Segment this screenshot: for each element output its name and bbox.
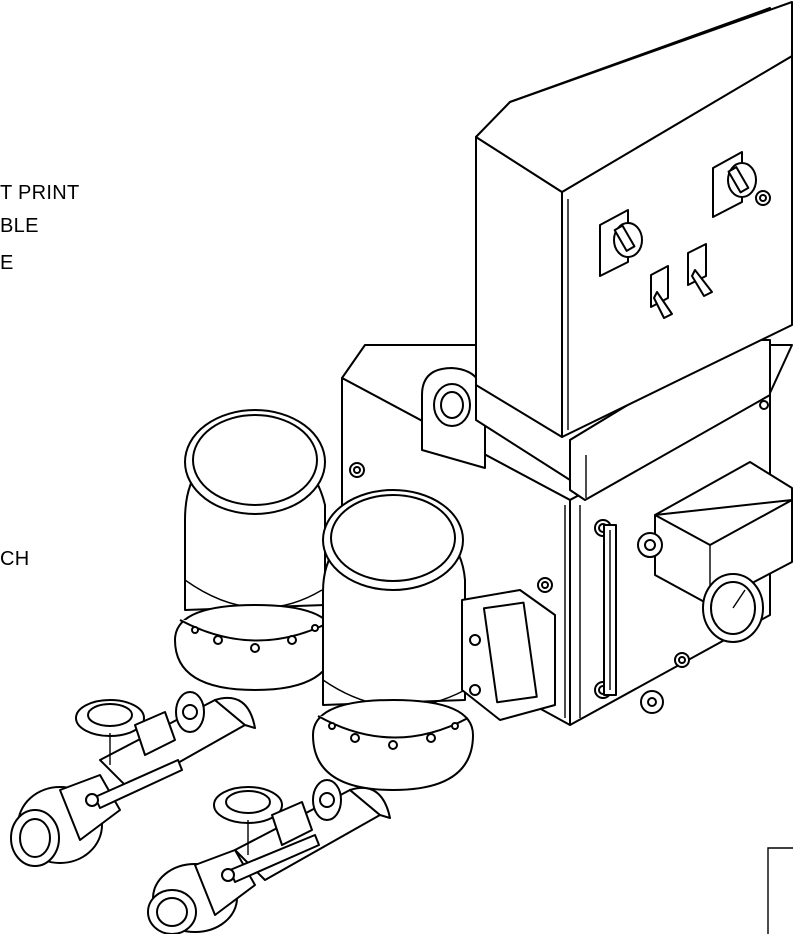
note-text-line-4: CH [0, 548, 30, 570]
frame-border [767, 847, 793, 934]
selector-switch-right [712, 151, 771, 218]
note-text-line-2: BLE [0, 215, 39, 237]
pressure-gauge [702, 573, 764, 643]
discharge-line-1 [10, 691, 256, 867]
suction-header [461, 589, 556, 721]
sight-glass [603, 524, 664, 714]
discharge-line-2 [147, 779, 391, 934]
toggle-switch-left [650, 265, 673, 319]
note-text-line-1: T PRINT [0, 182, 80, 204]
pump-2 [312, 489, 474, 791]
pump-1 [174, 409, 336, 691]
selector-switch-left [599, 209, 643, 277]
note-text-line-3: E [0, 252, 14, 274]
lifting-lug [421, 367, 486, 469]
toggle-switch-right [687, 243, 713, 297]
